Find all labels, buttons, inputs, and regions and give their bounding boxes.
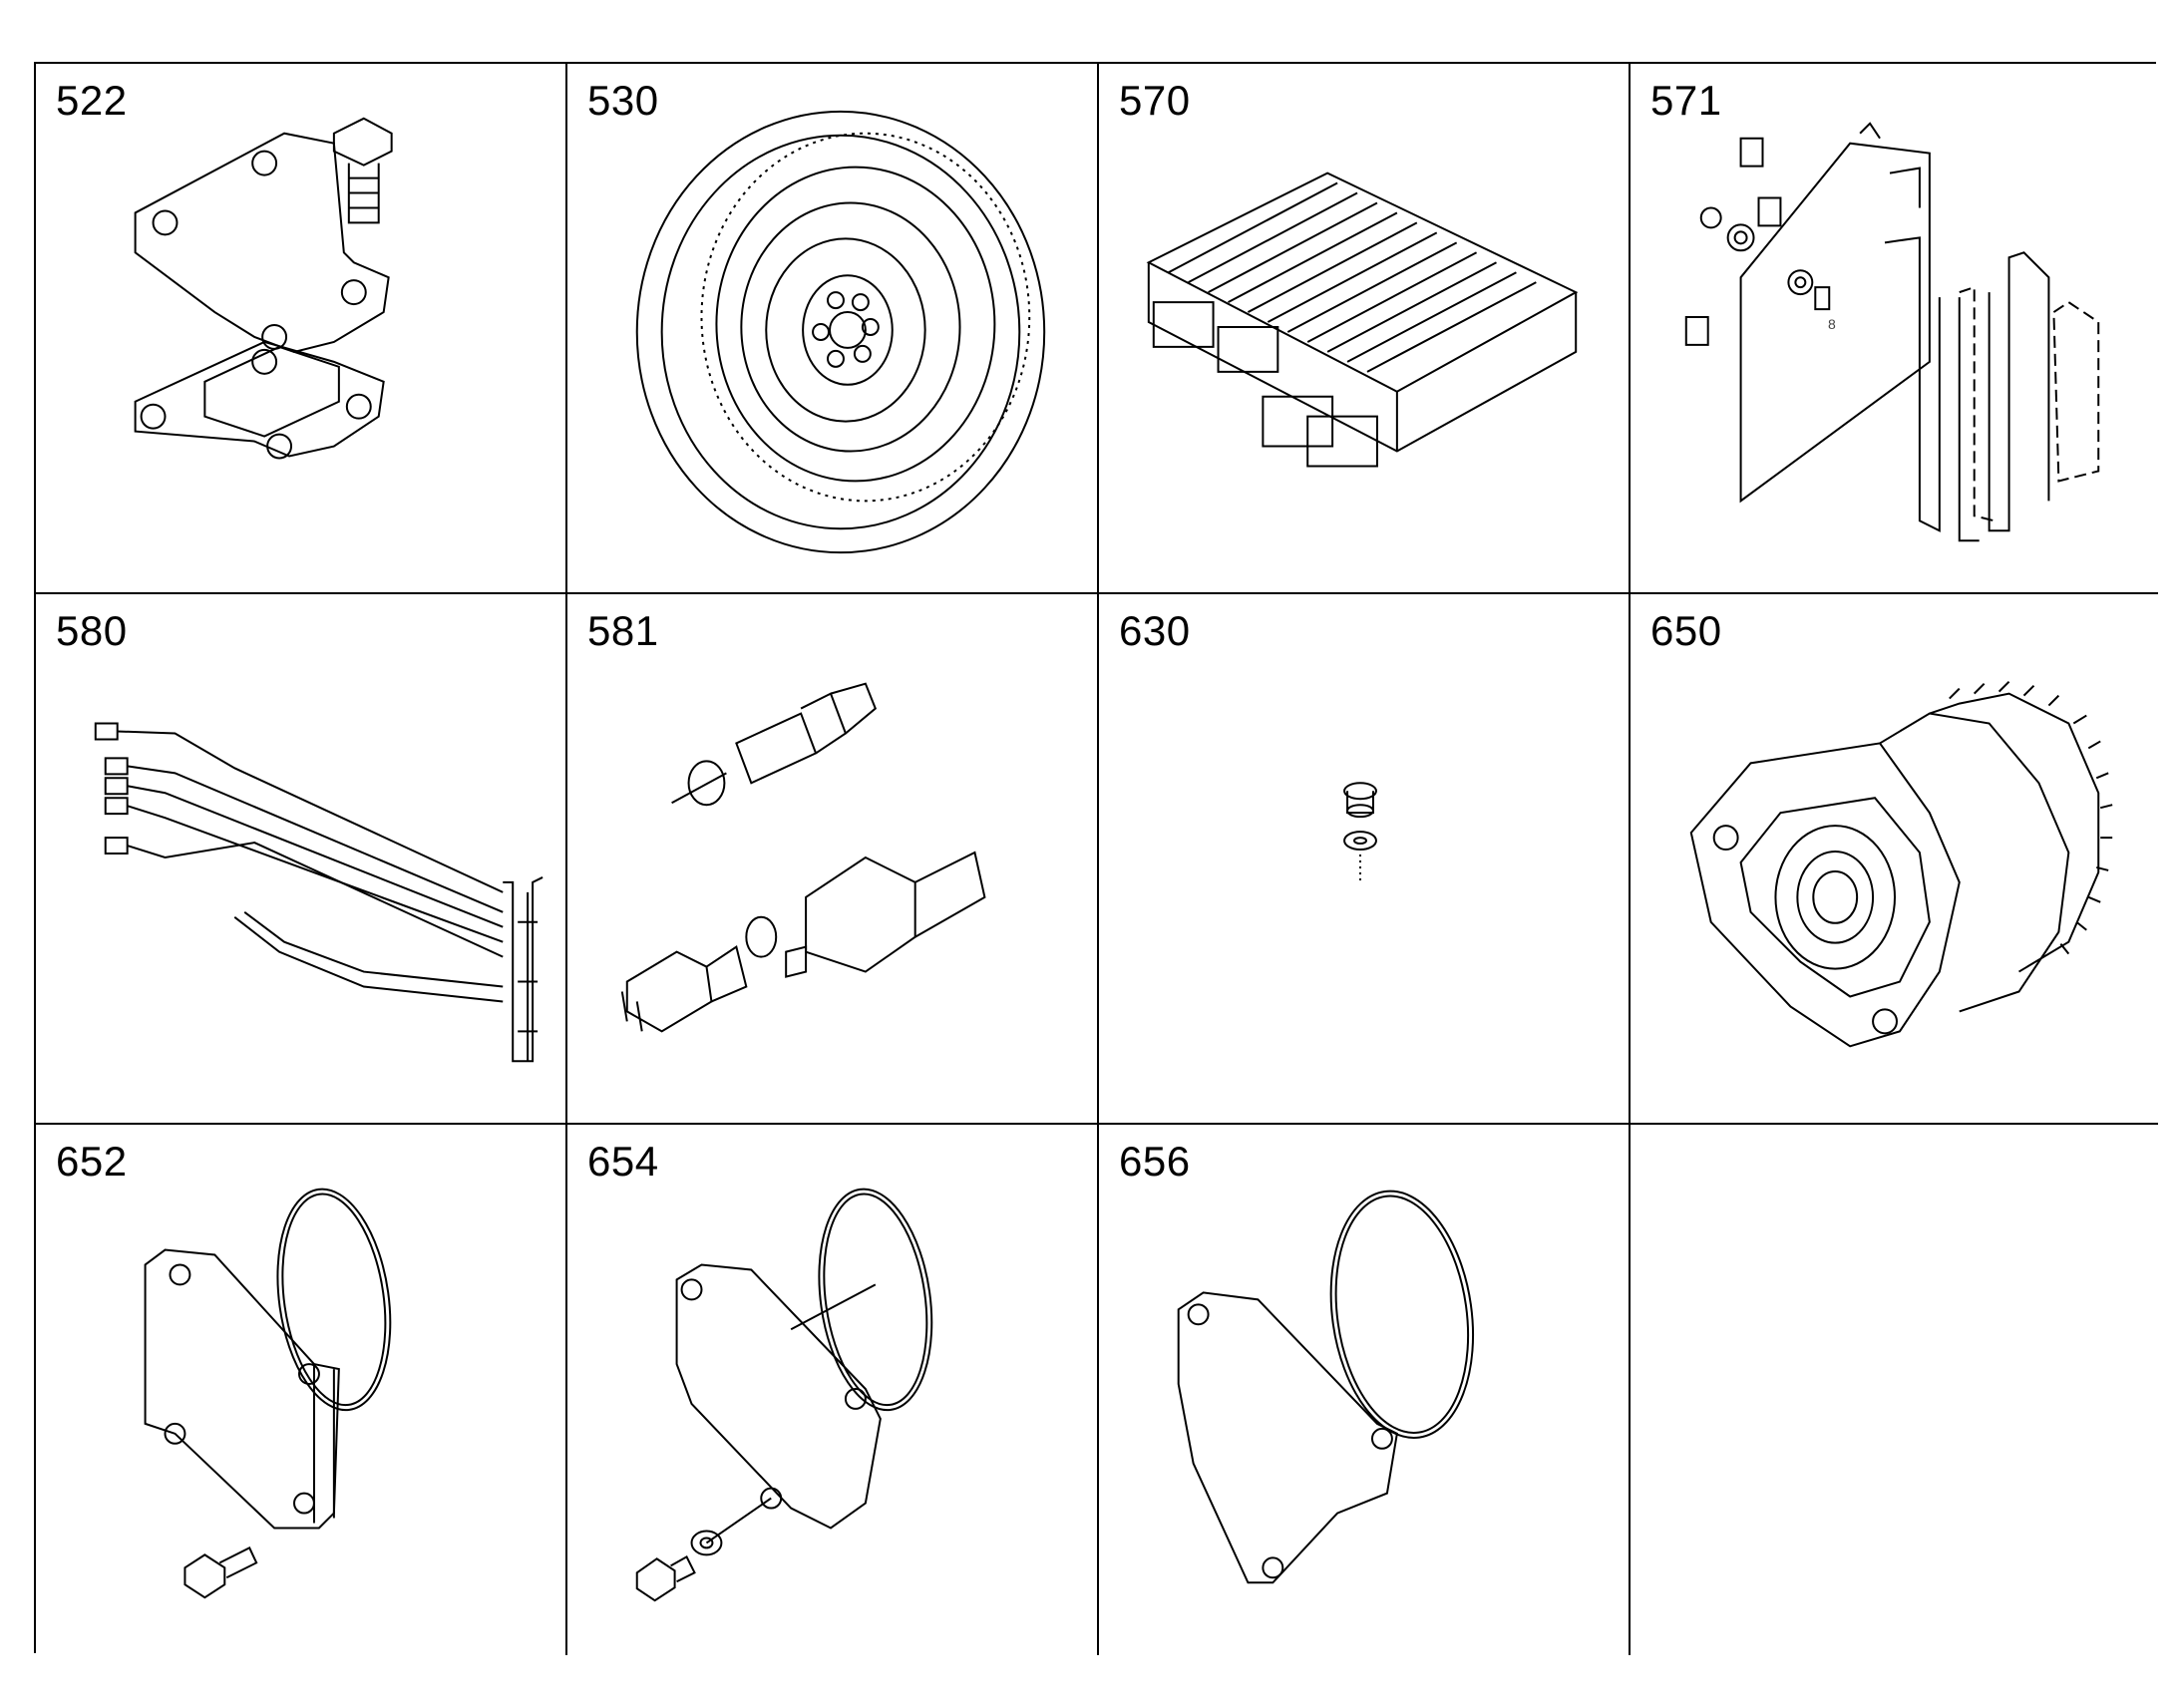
cell-label: 656 <box>1119 1138 1191 1185</box>
catalog-cell-571[interactable]: 571 8 <box>1631 64 2158 594</box>
cell-label: 581 <box>587 607 659 654</box>
gear-pump-icon <box>1631 594 2158 1123</box>
bracket-assembly-icon <box>1631 64 2158 592</box>
cell-label: 530 <box>587 77 659 124</box>
catalog-cell-530[interactable]: 530 <box>567 64 1099 594</box>
cell-label: 630 <box>1119 607 1191 654</box>
catalog-cell-581[interactable]: 581 <box>567 594 1099 1125</box>
catalog-cell-570[interactable]: 570 <box>1099 64 1631 594</box>
cell-label: 652 <box>56 1138 128 1185</box>
gasket-oring-icon <box>1099 1125 1629 1655</box>
catalog-cell-630[interactable]: 630 <box>1099 594 1631 1125</box>
cell-label: 522 <box>56 77 128 124</box>
catalog-cell-650[interactable]: 650 <box>1631 594 2158 1125</box>
sensor-set-icon <box>567 594 1097 1123</box>
cover-plate-oring-icon <box>36 1125 565 1655</box>
catalog-cell-580[interactable]: 580 <box>36 594 567 1125</box>
cell-label: 580 <box>56 607 128 654</box>
cell-label: 571 <box>1650 77 1722 124</box>
callout-number: 8 <box>1828 316 1836 332</box>
catalog-cell-656[interactable]: 656 <box>1099 1125 1631 1655</box>
control-unit-icon <box>1099 64 1629 592</box>
catalog-cell-654[interactable]: 654 <box>567 1125 1099 1655</box>
cell-label: 654 <box>587 1138 659 1185</box>
flywheel-icon <box>567 64 1097 592</box>
catalog-cell-522[interactable]: 522 <box>36 64 567 594</box>
gasket-plate-bolt-icon <box>36 64 565 592</box>
catalog-cell-empty <box>1631 1125 2158 1655</box>
cell-label: 650 <box>1650 607 1722 654</box>
plug-screw-washer-icon <box>1099 594 1629 1123</box>
wiring-harness-icon <box>36 594 565 1123</box>
catalog-cell-652[interactable]: 652 <box>36 1125 567 1655</box>
cover-gasket-oring-icon <box>567 1125 1097 1655</box>
cell-label: 570 <box>1119 77 1191 124</box>
parts-catalog-grid: 522 530 <box>34 62 2158 1655</box>
